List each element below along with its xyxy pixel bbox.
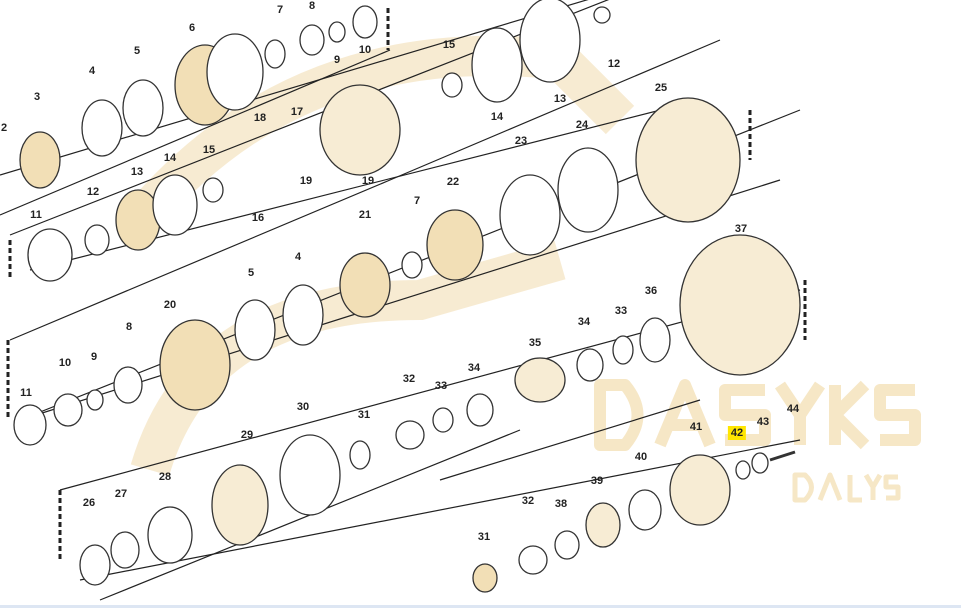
- callout-8[interactable]: 8: [308, 0, 316, 12]
- callout-35[interactable]: 35: [528, 337, 542, 349]
- callout-13[interactable]: 13: [130, 166, 144, 178]
- callout-9[interactable]: 9: [333, 54, 341, 66]
- callout-27[interactable]: 27: [114, 488, 128, 500]
- callout-26[interactable]: 26: [82, 497, 96, 509]
- callout-12[interactable]: 12: [607, 58, 621, 70]
- callout-33[interactable]: 33: [434, 380, 448, 392]
- callout-6[interactable]: 6: [188, 22, 196, 34]
- callout-13[interactable]: 13: [553, 93, 567, 105]
- callout-18[interactable]: 18: [253, 112, 267, 124]
- callout-32[interactable]: 32: [402, 373, 416, 385]
- callout-29[interactable]: 29: [240, 429, 254, 441]
- callout-25[interactable]: 25: [654, 82, 668, 94]
- callout-34[interactable]: 34: [467, 362, 481, 374]
- callout-38[interactable]: 38: [554, 498, 568, 510]
- callout-12[interactable]: 12: [86, 186, 100, 198]
- callout-21[interactable]: 21: [358, 209, 372, 221]
- callout-7[interactable]: 7: [276, 4, 284, 16]
- callout-10[interactable]: 10: [58, 357, 72, 369]
- callout-3[interactable]: 3: [33, 91, 41, 103]
- callout-20[interactable]: 20: [163, 299, 177, 311]
- callout-33[interactable]: 33: [614, 305, 628, 317]
- callout-4[interactable]: 4: [294, 251, 302, 263]
- callout-39[interactable]: 39: [590, 475, 604, 487]
- callout-15[interactable]: 15: [442, 39, 456, 51]
- callout-8[interactable]: 8: [125, 321, 133, 333]
- callout-37[interactable]: 37: [734, 223, 748, 235]
- bottom-border: [0, 605, 961, 608]
- callout-24[interactable]: 24: [575, 119, 589, 131]
- callout-36[interactable]: 36: [644, 285, 658, 297]
- callout-19[interactable]: 19: [361, 175, 375, 187]
- callout-31[interactable]: 31: [357, 409, 371, 421]
- callout-17[interactable]: 17: [290, 106, 304, 118]
- callout-19[interactable]: 19: [299, 175, 313, 187]
- callout-15[interactable]: 15: [202, 144, 216, 156]
- callout-5[interactable]: 5: [133, 45, 141, 57]
- callout-34[interactable]: 34: [577, 316, 591, 328]
- callout-14[interactable]: 14: [490, 111, 504, 123]
- callout-11[interactable]: 11: [20, 387, 32, 399]
- callout-30[interactable]: 30: [296, 401, 310, 413]
- callout-14[interactable]: 14: [163, 152, 177, 164]
- callout-23[interactable]: 23: [514, 135, 528, 147]
- callout-43[interactable]: 43: [756, 416, 770, 428]
- callout-11[interactable]: 11: [30, 209, 42, 221]
- callout-2[interactable]: 2: [0, 122, 8, 134]
- callout-16[interactable]: 16: [251, 212, 265, 224]
- watermark-logo: [594, 379, 921, 503]
- callout-5[interactable]: 5: [247, 267, 255, 279]
- callout-44[interactable]: 44: [786, 403, 800, 415]
- callout-41[interactable]: 41: [689, 421, 703, 433]
- callout-10[interactable]: 10: [358, 44, 372, 56]
- callout-28[interactable]: 28: [158, 471, 172, 483]
- callout-4[interactable]: 4: [88, 65, 96, 77]
- callout-42-highlighted[interactable]: 42: [727, 426, 747, 440]
- callout-22[interactable]: 22: [446, 176, 460, 188]
- callout-40[interactable]: 40: [634, 451, 648, 463]
- callout-9[interactable]: 9: [90, 351, 98, 363]
- callout-7[interactable]: 7: [413, 195, 421, 207]
- callout-32[interactable]: 32: [521, 495, 535, 507]
- callout-31[interactable]: 31: [477, 531, 491, 543]
